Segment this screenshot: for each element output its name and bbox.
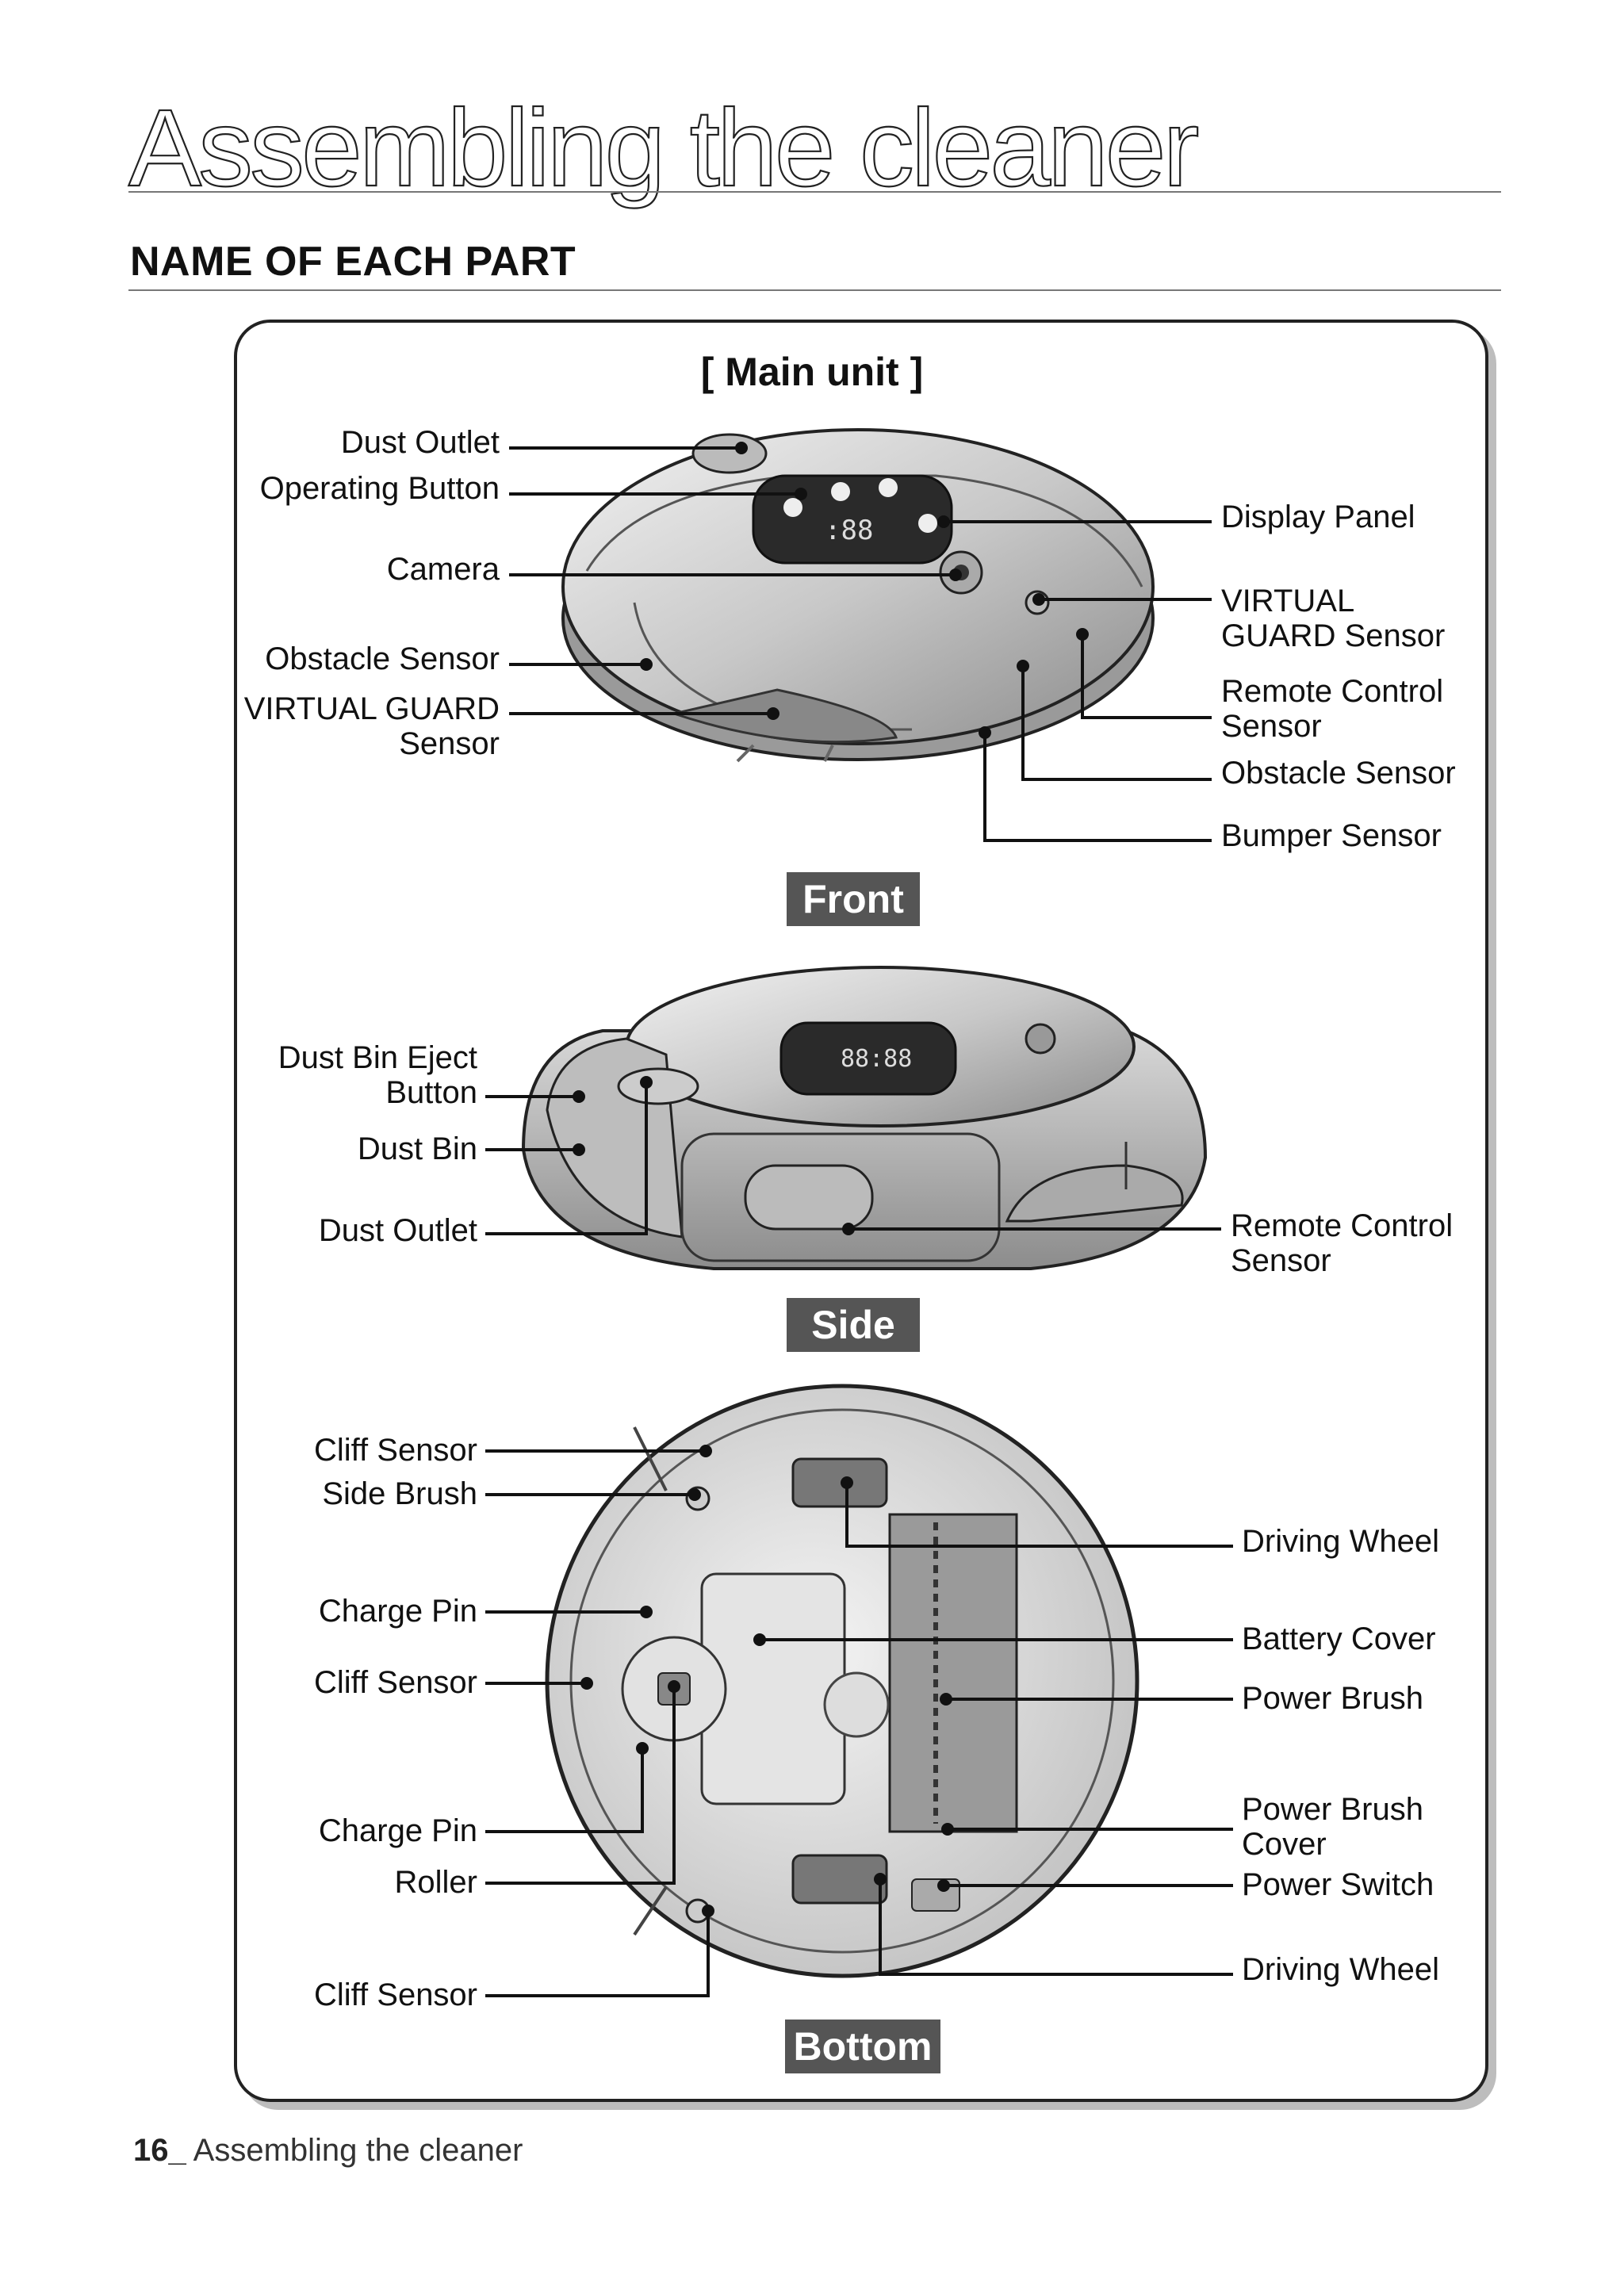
- label-bumper-sensor: Bumper Sensor: [1221, 818, 1442, 853]
- page-number: 16_: [133, 2133, 186, 2168]
- label-cliff-sensor-top: Cliff Sensor: [313, 1433, 477, 1468]
- label-battery-cover: Battery Cover: [1242, 1621, 1436, 1656]
- label-driving-wheel-bottom: Driving Wheel: [1242, 1952, 1439, 1987]
- label-display-panel: Display Panel: [1221, 500, 1415, 534]
- label-power-brush-cover: Power Brush Cover: [1242, 1792, 1423, 1862]
- label-dust-bin-eject-button: Dust Bin Eject Button: [278, 1040, 477, 1110]
- label-roller: Roller: [394, 1865, 477, 1900]
- label-charge-pin-bottom: Charge Pin: [318, 1813, 477, 1848]
- page-footer: 16_ Assembling the cleaner: [133, 2133, 523, 2169]
- section-heading: NAME OF EACH PART: [130, 239, 576, 285]
- label-power-brush: Power Brush: [1242, 1681, 1423, 1716]
- label-remote-control-sensor-front: Remote Control Sensor: [1221, 674, 1444, 744]
- label-dust-outlet-side: Dust Outlet: [318, 1213, 477, 1248]
- label-camera: Camera: [386, 552, 500, 587]
- robot-side-view: 88:88: [521, 966, 1208, 1270]
- section-rule: [128, 289, 1501, 291]
- leader-lines: [485, 446, 1233, 1997]
- view-label-side: Side: [787, 1298, 920, 1352]
- robot-bottom-view: [545, 1384, 1139, 1978]
- label-cliff-sensor-middle: Cliff Sensor: [313, 1665, 477, 1700]
- label-obstacle-sensor-right: Obstacle Sensor: [1221, 756, 1456, 791]
- label-remote-control-sensor-side: Remote Control Sensor: [1231, 1208, 1454, 1278]
- label-virtual-guard-sensor-right: VIRTUAL GUARD Sensor: [1221, 584, 1446, 653]
- label-charge-pin-top: Charge Pin: [318, 1594, 477, 1629]
- leader-dots: [573, 442, 1089, 1917]
- view-label-bottom: Bottom: [785, 2020, 940, 2073]
- label-driving-wheel-top: Driving Wheel: [1242, 1524, 1439, 1559]
- page-title: Assembling the cleaner: [128, 87, 1201, 209]
- main-unit-title: [ Main unit ]: [700, 350, 924, 394]
- label-dust-outlet: Dust Outlet: [340, 425, 500, 460]
- label-virtual-guard-sensor-left: VIRTUAL GUARD Sensor: [243, 691, 500, 761]
- view-label-front: Front: [787, 872, 920, 926]
- label-obstacle-sensor-left: Obstacle Sensor: [265, 641, 500, 676]
- label-operating-button: Operating Button: [259, 471, 500, 506]
- svg-text:88:88: 88:88: [841, 1045, 912, 1073]
- label-side-brush: Side Brush: [322, 1476, 477, 1511]
- robot-front-view: :88: [561, 428, 1155, 763]
- footer-text: Assembling the cleaner: [186, 2133, 523, 2168]
- label-dust-bin: Dust Bin: [357, 1131, 477, 1166]
- label-power-switch: Power Switch: [1242, 1867, 1434, 1902]
- svg-text::88: :88: [825, 515, 873, 546]
- label-cliff-sensor-bottom: Cliff Sensor: [313, 1977, 477, 2012]
- title-rule: [128, 191, 1501, 193]
